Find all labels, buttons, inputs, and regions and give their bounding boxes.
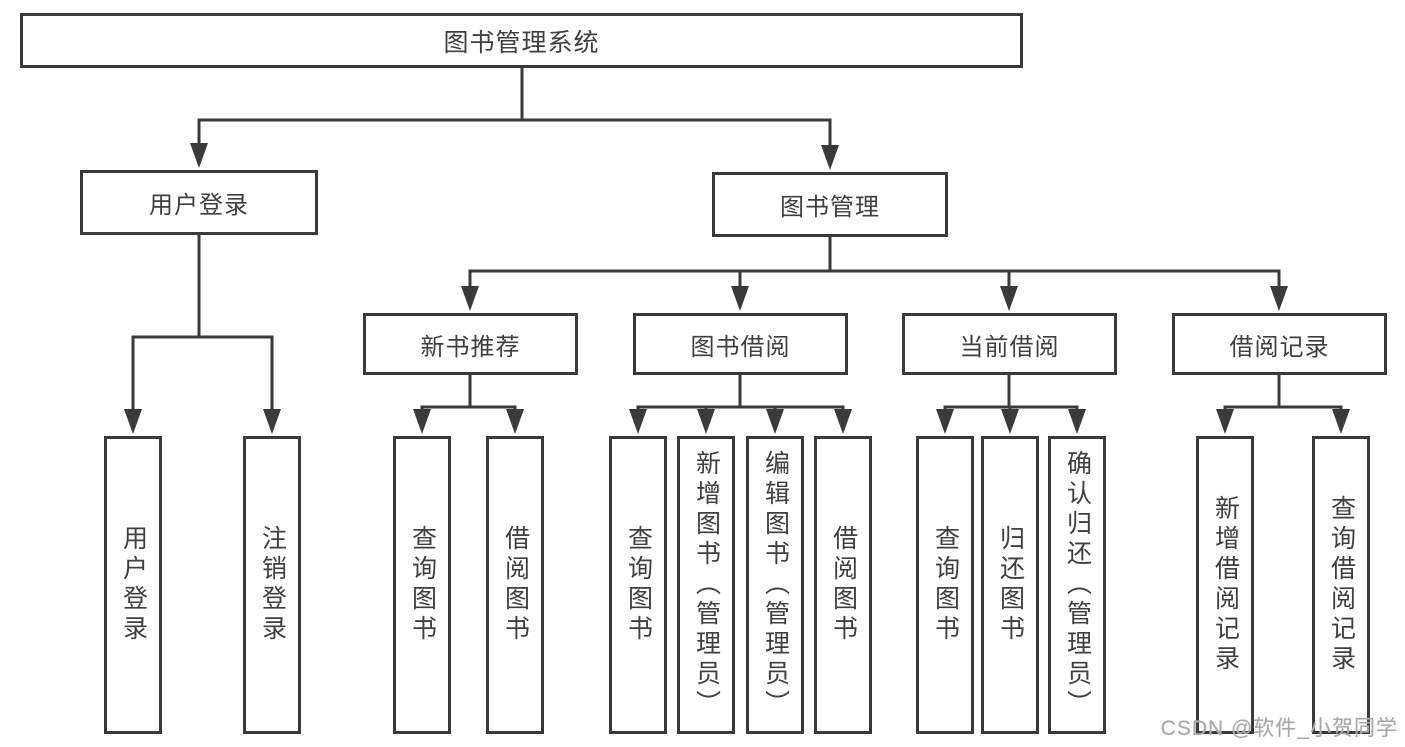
node-label: 编辑图书（管理员） [761, 450, 790, 720]
leaf-borrow-books-2: 借阅图书 [814, 436, 872, 734]
node-label: 新书推荐 [420, 333, 521, 361]
leaf-edit-book-admin: 编辑图书（管理员） [746, 436, 804, 734]
leaf-query-borrow-record: 查询借阅记录 [1312, 436, 1370, 734]
node-library-management-system: 图书管理系统 [20, 13, 1023, 68]
node-label: 图书管理 [780, 194, 880, 221]
node-label: 当前借阅 [959, 333, 1060, 361]
node-label: 归还图书 [996, 525, 1025, 645]
leaf-query-books-1: 查询图书 [393, 436, 451, 734]
leaf-return-books: 归还图书 [981, 436, 1039, 734]
node-label: 图书管理系统 [443, 28, 600, 57]
node-label: 查询借阅记录 [1327, 495, 1356, 675]
node-user-login: 用户登录 [80, 170, 318, 235]
node-label: 用户登录 [149, 192, 249, 219]
leaf-add-book-admin: 新增图书（管理员） [677, 436, 735, 734]
leaf-query-books-3: 查询图书 [916, 436, 974, 734]
leaf-logout-login: 注销登录 [243, 436, 301, 734]
leaf-confirm-return-admin: 确认归还（管理员） [1048, 436, 1106, 734]
node-borrowing-records: 借阅记录 [1172, 313, 1387, 375]
node-current-borrowing: 当前借阅 [902, 313, 1117, 375]
node-label: 新增借阅记录 [1211, 495, 1240, 675]
node-new-book-recommend: 新书推荐 [363, 313, 578, 375]
leaf-add-borrow-record: 新增借阅记录 [1196, 436, 1254, 734]
node-book-management: 图书管理 [712, 172, 948, 237]
node-label: 查询图书 [931, 525, 960, 645]
node-label: 确认归还（管理员） [1063, 450, 1092, 720]
node-label: 新增图书（管理员） [692, 450, 721, 720]
node-label: 查询图书 [408, 525, 437, 645]
arrowheads [124, 143, 1350, 434]
leaf-user-login: 用户登录 [104, 436, 162, 734]
node-label: 借阅图书 [501, 525, 530, 645]
node-label: 借阅图书 [829, 525, 858, 645]
node-label: 图书借阅 [690, 333, 791, 361]
leaf-borrow-books-1: 借阅图书 [486, 436, 544, 734]
node-label: 查询图书 [624, 525, 653, 645]
node-label: 借阅记录 [1229, 333, 1330, 361]
node-label: 注销登录 [258, 525, 287, 645]
leaf-query-books-2: 查询图书 [609, 436, 667, 734]
csdn-watermark: CSDN @软件_小贺同学 [1160, 717, 1398, 740]
node-label: 用户登录 [119, 525, 148, 645]
node-book-borrowing: 图书借阅 [633, 313, 848, 375]
